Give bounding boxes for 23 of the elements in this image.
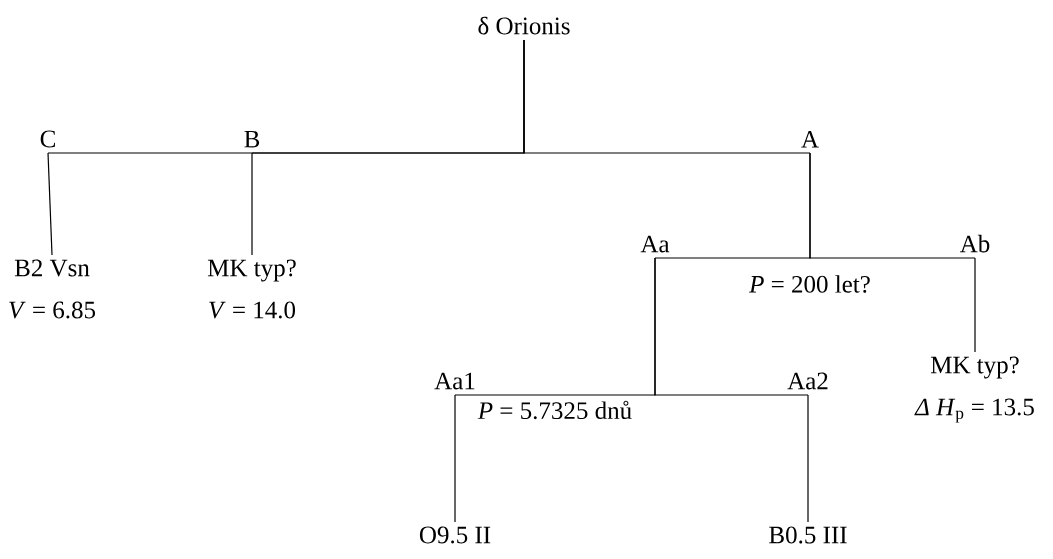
star-label: MK typ? Δ H$_{p}$ = 13.5 [914,356,1034,423]
tree-connector [974,257,976,353]
component-label: Ab [959,234,990,253]
tree-connector [251,152,253,256]
component-label: Aa [640,235,670,253]
period-label: P = 200 let? [749,275,870,293]
component-label: A [801,130,819,148]
component-label: Aa1 [434,372,475,390]
component-label: C [40,130,55,148]
period-label: P = 5.7325 dnů [477,400,632,420]
root-label: δ Orionis [478,16,570,35]
star-label: B0.5 III [769,526,847,544]
tree-connector [807,394,809,523]
component-label: B [244,130,260,148]
tree-connector [809,152,976,259]
component-label: Aa2 [787,372,828,390]
star-label: O9.5 II [419,526,491,544]
tree-connector [47,152,53,256]
tree-connector [523,39,811,154]
star-label: B2 Vsn V = 6.85 [9,259,96,319]
tree-connector [654,257,809,396]
star-label: MK typ? V = 14.0 [207,259,296,319]
tree-connector [454,394,456,523]
